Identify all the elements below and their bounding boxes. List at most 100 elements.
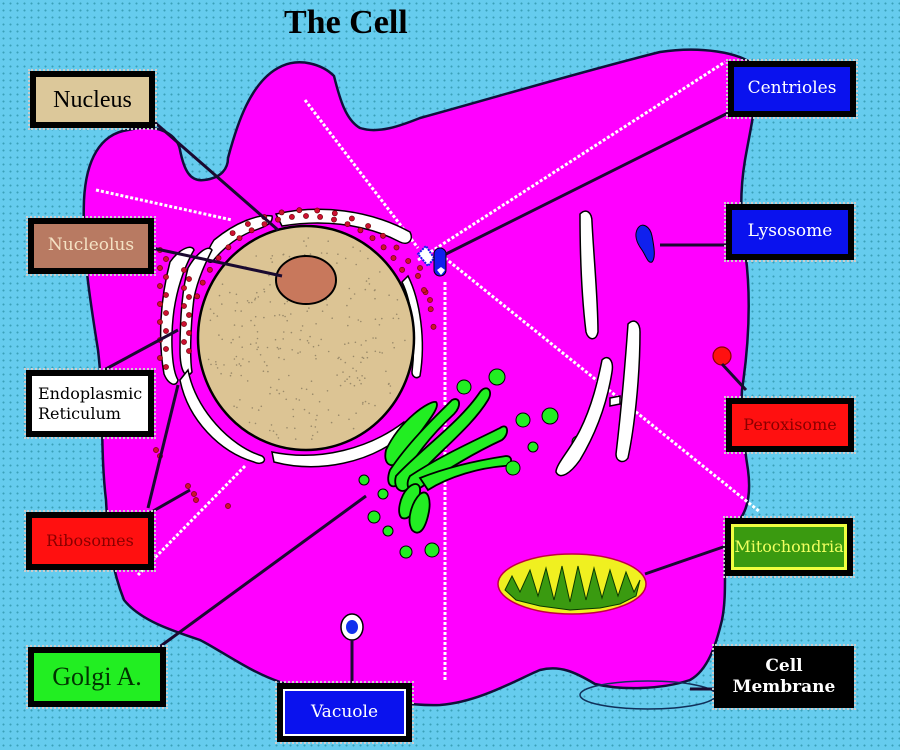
ribosome: [186, 294, 192, 300]
chromatin-speck: [257, 296, 260, 298]
golgi-vesicle: [527, 441, 539, 453]
ribosome: [261, 221, 268, 227]
chromatin-speck: [223, 364, 225, 366]
ribosome: [393, 244, 400, 251]
chromatin-speck: [255, 255, 257, 257]
chromatin-speck: [303, 240, 305, 242]
chromatin-speck: [290, 313, 292, 315]
chromatin-speck: [269, 392, 271, 395]
chromatin-speck: [300, 387, 303, 390]
chromatin-speck: [300, 329, 302, 332]
chromatin-speck: [318, 400, 321, 403]
ribosome: [206, 266, 213, 273]
chromatin-speck: [286, 300, 289, 303]
chromatin-speck: [349, 382, 352, 385]
microtubule: [95, 188, 233, 222]
label-er-line2: Reticulum: [38, 403, 121, 423]
chromatin-speck: [215, 363, 217, 366]
chromatin-speck: [240, 310, 242, 312]
golgi-apparatus: [384, 387, 512, 534]
ribosome: [278, 209, 285, 216]
ribosome: [191, 491, 197, 497]
chromatin-speck: [254, 422, 257, 425]
chromatin-speck: [254, 315, 257, 318]
ribosome: [193, 497, 199, 503]
chromatin-speck: [326, 390, 329, 392]
golgi-vesicle: [456, 379, 472, 395]
ribosome: [380, 244, 387, 251]
chromatin-speck: [215, 361, 217, 363]
chromatin-speck: [269, 301, 272, 303]
chromatin-speck: [277, 348, 280, 350]
chromatin-speck: [327, 409, 330, 411]
chromatin-speck: [238, 363, 241, 365]
chromatin-speck: [270, 257, 272, 260]
diagram-title: The Cell: [284, 4, 408, 41]
chromatin-speck: [359, 250, 362, 252]
chromatin-speck: [254, 297, 257, 300]
chromatin-speck: [327, 240, 330, 242]
label-vacuole: Vacuole: [275, 681, 414, 744]
chromatin-speck: [238, 336, 241, 338]
chromatin-speck: [239, 399, 241, 401]
chromatin-speck: [353, 384, 356, 387]
ribosome: [317, 213, 323, 220]
chromatin-speck: [348, 287, 351, 290]
microtubule: [303, 99, 420, 249]
chromatin-speck: [251, 407, 254, 409]
ribosome: [157, 283, 163, 289]
chromatin-speck: [267, 370, 269, 373]
ribosome: [357, 227, 364, 234]
chromatin-speck: [270, 424, 273, 426]
chromatin-speck: [218, 334, 220, 336]
chromatin-speck: [314, 426, 317, 428]
ribosome: [186, 276, 192, 282]
label-ribosomes-text: Ribosomes: [46, 531, 134, 550]
chromatin-speck: [310, 380, 313, 383]
label-peroxisome-text: Peroxisome: [743, 415, 837, 434]
chromatin-speck: [331, 317, 334, 320]
chromatin-speck: [288, 374, 290, 377]
chromatin-speck: [216, 315, 219, 317]
ribosome: [331, 210, 338, 217]
chromatin-speck: [256, 348, 258, 351]
chromatin-speck: [352, 367, 354, 370]
chromatin-speck: [262, 370, 265, 373]
nucleus-speckles: [207, 237, 406, 440]
chromatin-speck: [240, 364, 242, 367]
chromatin-speck: [312, 345, 315, 348]
ribosome: [163, 256, 169, 262]
chromatin-speck: [272, 430, 275, 432]
chromatin-speck: [233, 324, 236, 326]
label-golgi: Golgi A.: [26, 645, 168, 709]
chromatin-speck: [266, 346, 269, 349]
chromatin-speck: [342, 371, 344, 373]
ribosome: [186, 330, 192, 336]
chromatin-speck: [292, 415, 295, 418]
smooth-er: [555, 210, 641, 477]
chromatin-speck: [311, 393, 314, 396]
ribosome: [153, 447, 159, 453]
ribosome: [303, 213, 309, 219]
ribosome: [421, 287, 427, 293]
chromatin-speck: [221, 303, 223, 305]
chromatin-speck: [392, 342, 394, 344]
golgi-vesicle: [424, 542, 440, 558]
label-mitochondria-text: Mitochondria: [734, 537, 844, 556]
ribosome: [344, 221, 351, 227]
ribosome: [427, 297, 433, 303]
er-strand: [179, 368, 266, 465]
leader-lines: [103, 110, 748, 691]
chromatin-speck: [375, 337, 377, 339]
chromatin-speck: [361, 375, 363, 377]
er-strand: [274, 208, 412, 244]
chromatin-speck: [250, 319, 252, 322]
chromatin-speck: [395, 313, 398, 316]
chromatin-speck: [282, 253, 285, 256]
chromatin-speck: [316, 431, 319, 433]
chromatin-speck: [284, 315, 286, 318]
chromatin-speck: [315, 358, 317, 360]
chromatin-speck: [327, 350, 330, 353]
chromatin-speck: [235, 293, 238, 296]
chromatin-speck: [230, 372, 233, 374]
